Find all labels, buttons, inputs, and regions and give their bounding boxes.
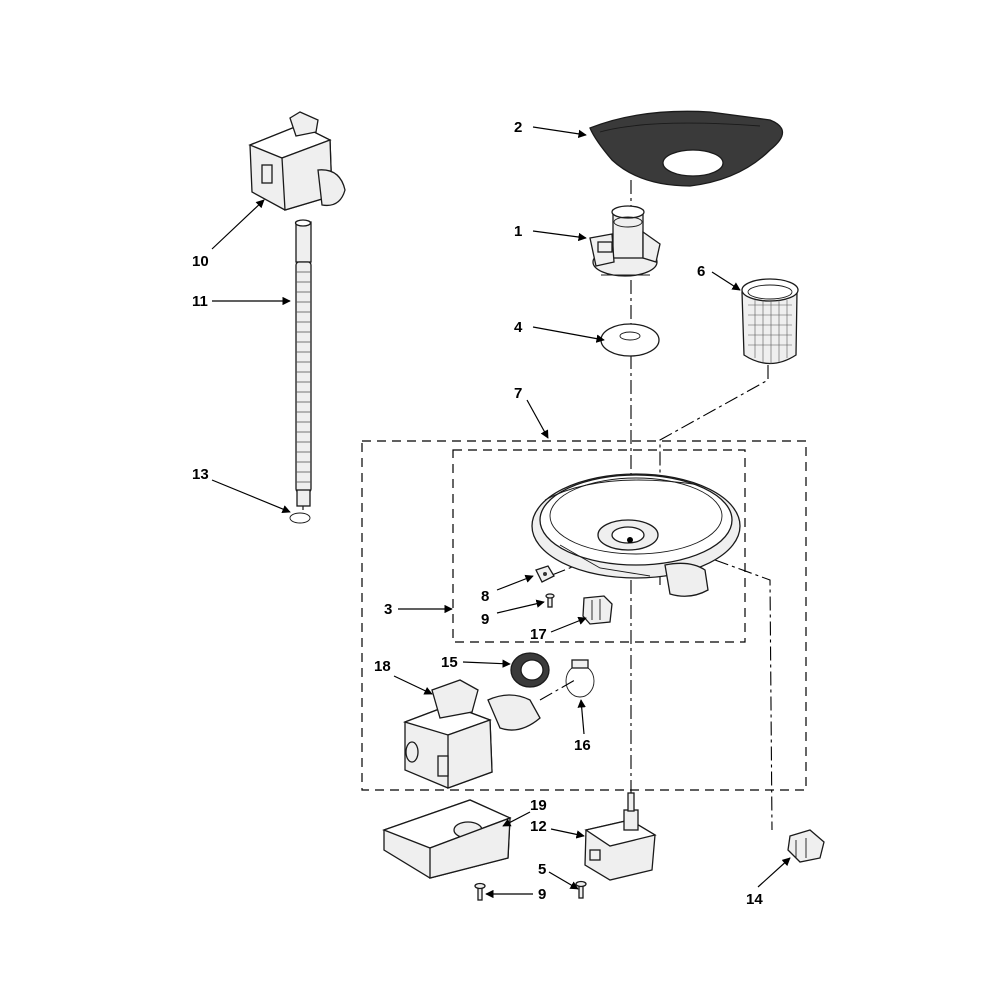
callout-14: 14 [746,891,763,908]
part-14-sensor [787,829,825,863]
part-13-hose-clamp [289,512,311,524]
callout-9-lower: 9 [538,886,546,903]
callout-17: 17 [530,626,547,643]
callout-9-upper: 9 [481,611,489,628]
callout-18: 18 [374,658,391,675]
part-16-clamp [565,659,595,698]
part-12-diverter-valve [584,792,657,881]
callout-10: 10 [192,253,209,270]
part-9-screw-lower-left [474,882,486,901]
clamp-axis-line [539,679,576,701]
part-17-connector [582,595,613,625]
part-6-filter-basket [741,278,799,365]
part-9-screw-upper [545,593,555,608]
callout-labels: 2 1 4 6 7 3 8 9 17 15 16 18 19 12 5 9 14… [192,119,763,908]
part-4-disc [600,323,660,357]
part-10-motor [248,111,346,211]
callout-6: 6 [697,263,705,280]
sensor-axis-line [714,559,773,831]
part-5-screw-lower-right [575,880,587,899]
part-18-pump-motor [402,679,541,789]
assembly-7-outline [361,440,807,791]
callout-5: 5 [538,861,546,878]
callout-4: 4 [514,319,523,336]
callout-15: 15 [441,654,458,671]
part-15-seal [510,652,550,688]
leader-lines [211,126,791,899]
assembly-3-outline [452,449,746,643]
callout-16: 16 [574,737,591,754]
part-2-spray-shield [589,110,784,187]
part-1-wash-arm-hub [589,205,661,277]
callout-13: 13 [192,466,209,483]
part-8-clip [535,565,555,583]
part-19-housing [382,799,512,879]
callout-11: 11 [192,293,208,310]
callout-3: 3 [384,601,392,618]
callout-7: 7 [514,385,522,402]
callout-1: 1 [514,223,522,240]
sump-assembly [531,473,741,597]
callout-8: 8 [481,588,489,605]
callout-12: 12 [530,818,547,835]
callout-2: 2 [514,119,522,136]
part-11-hose [294,219,312,507]
callout-19: 19 [530,797,547,814]
